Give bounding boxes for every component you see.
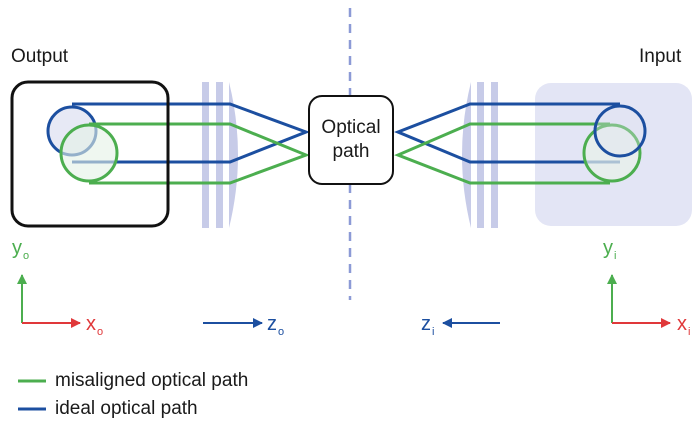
optical-path-line-1: Optical <box>321 117 381 138</box>
legend-label-ideal: ideal optical path <box>55 398 198 419</box>
output-label: Output <box>11 46 69 67</box>
input-ideal-aperture <box>593 104 647 158</box>
output-z-label: zo <box>267 313 285 338</box>
input-y-label: yi <box>603 237 617 262</box>
output-misaligned-beam <box>59 122 311 185</box>
input-lens-group <box>462 82 498 228</box>
legend-label-misaligned: misaligned optical path <box>55 370 249 391</box>
optical-path-box <box>308 95 394 185</box>
input-ideal-beam <box>393 102 620 164</box>
input-misaligned-beam <box>394 122 642 185</box>
optical-path-label: Optical path <box>309 116 393 164</box>
output-frame <box>10 80 170 228</box>
input-x-label: xi <box>677 313 691 338</box>
optical-path-line-2: path <box>332 141 370 162</box>
input-label: Input <box>639 46 682 67</box>
output-y-label: yo <box>12 237 30 262</box>
output-x-label: xo <box>86 313 104 338</box>
output-lens-group <box>202 82 238 228</box>
input-z-label: zi <box>421 313 435 338</box>
